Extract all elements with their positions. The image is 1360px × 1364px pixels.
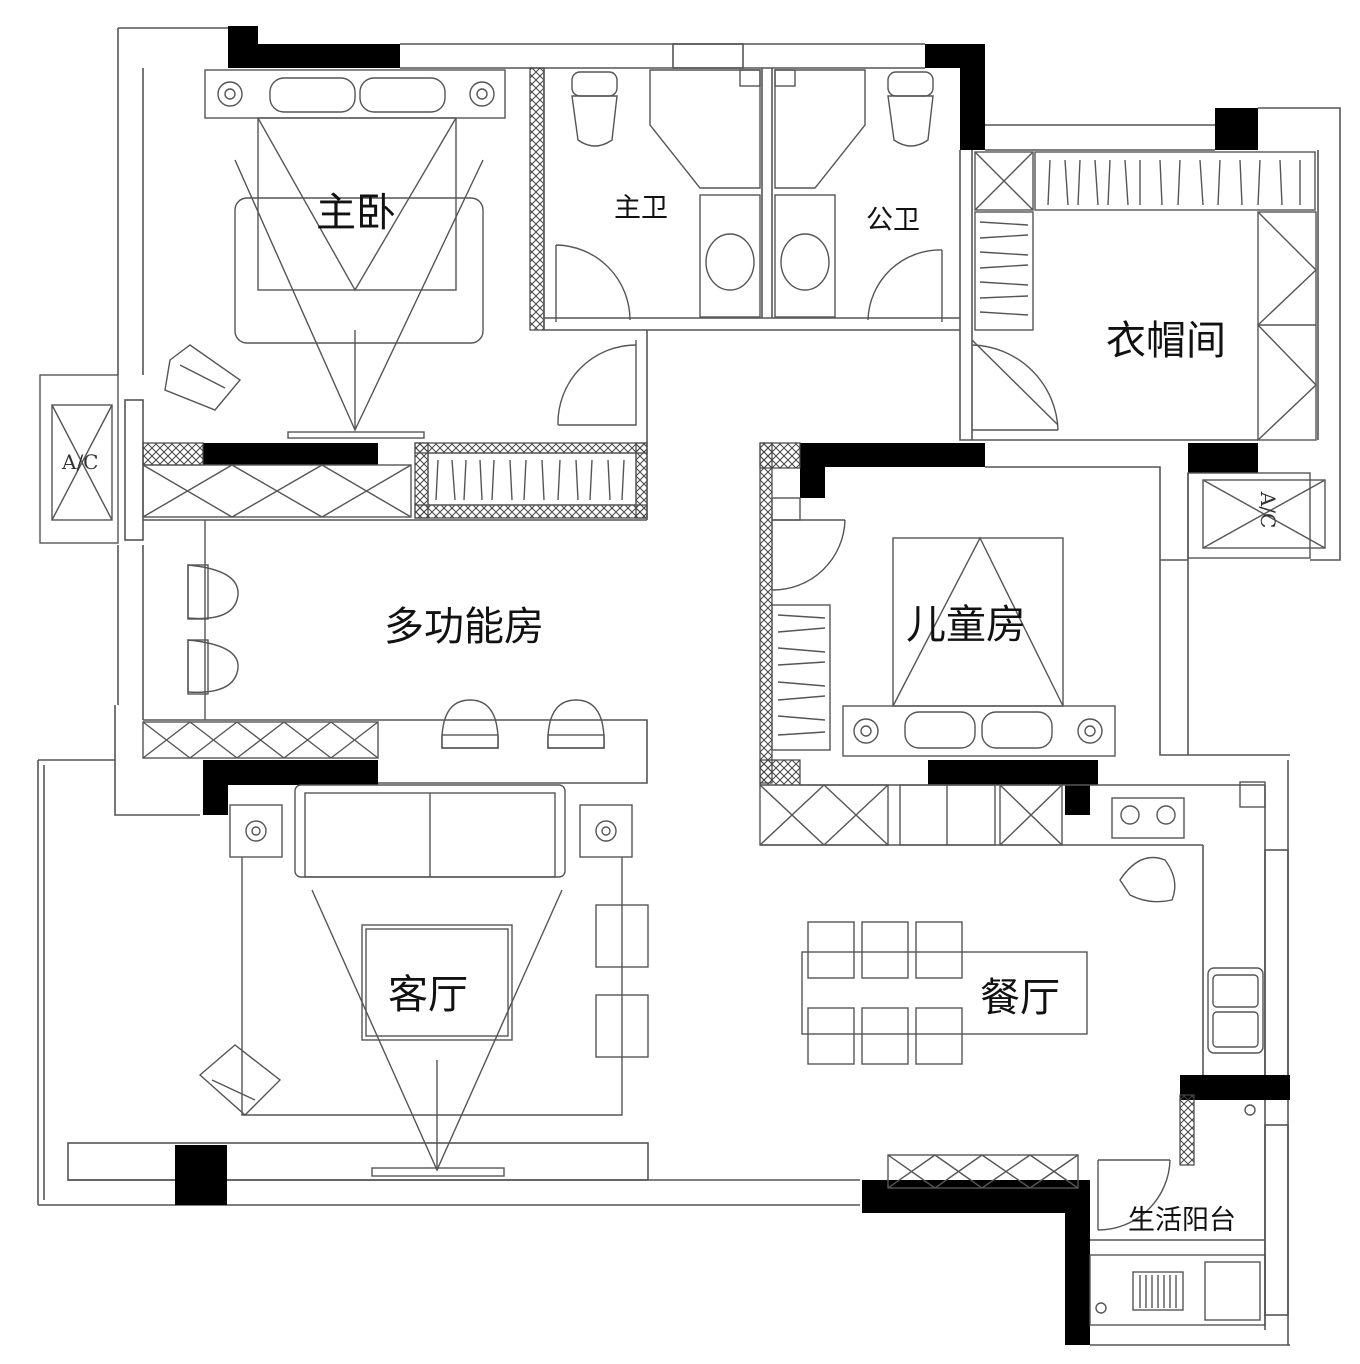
room-label-master-bedroom: 主卧 [316,190,396,236]
room-label-utility-balcony: 生活阳台 [1128,1205,1236,1236]
room-label-kids-room: 儿童房 [906,602,1026,648]
room-label-cloakroom: 衣帽间 [1106,318,1226,364]
ac-label-right: A/C [1256,491,1281,529]
ac-label-left: A/C [62,450,99,474]
room-label-dining-room: 餐厅 [980,975,1060,1021]
room-label-multi-function-room: 多功能房 [384,604,544,650]
room-label-public-bath: 公卫 [866,205,920,236]
room-label-living-room: 客厅 [388,972,468,1018]
room-label-master-bath: 主卫 [614,193,668,224]
